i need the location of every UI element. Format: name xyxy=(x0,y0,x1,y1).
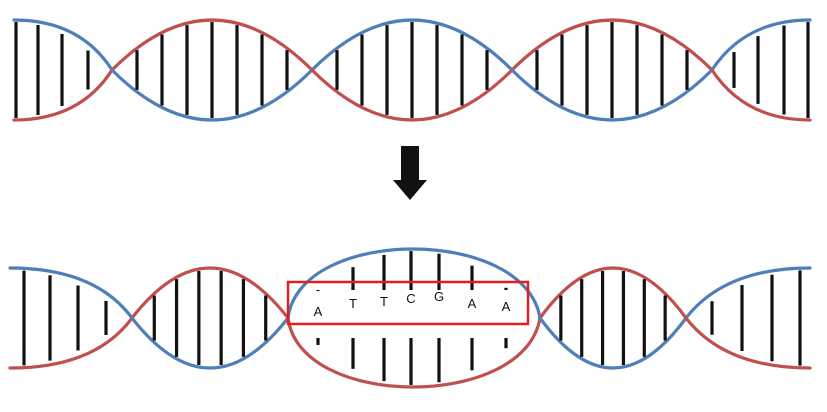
strand-top xyxy=(684,266,812,320)
strand-top xyxy=(12,18,114,72)
highlight-box xyxy=(286,280,530,326)
base-letter: T xyxy=(349,296,357,311)
strand-bottom xyxy=(684,316,812,370)
strand-bottom xyxy=(110,68,314,122)
strand-top xyxy=(130,266,290,320)
strand-top xyxy=(110,18,314,72)
strand-bottom xyxy=(310,68,514,122)
strand-top xyxy=(538,266,688,320)
bottom-dna-helix-unwound xyxy=(8,247,812,389)
strand-bottom xyxy=(8,316,134,370)
strand-bottom xyxy=(510,68,714,122)
base-letter: A xyxy=(468,296,477,311)
strand-top-unwound xyxy=(286,247,542,320)
strand-top xyxy=(8,266,134,320)
strand-top xyxy=(710,18,812,72)
exposed-bases: A T T C G A A xyxy=(314,289,511,319)
strand-bottom xyxy=(130,316,290,370)
base-letter: A xyxy=(502,299,511,314)
base-letter: A xyxy=(314,304,323,319)
strand-top xyxy=(310,18,514,72)
strand-bottom xyxy=(538,316,688,370)
base-letter: G xyxy=(434,289,444,304)
base-letter: T xyxy=(380,294,388,309)
down-arrow-icon xyxy=(393,146,427,200)
strand-bottom xyxy=(710,68,812,122)
strand-bottom-unwound xyxy=(286,316,542,389)
base-letter: C xyxy=(406,291,415,306)
top-dna-helix xyxy=(12,18,812,122)
strand-top xyxy=(510,18,714,72)
strand-bottom xyxy=(12,68,114,122)
